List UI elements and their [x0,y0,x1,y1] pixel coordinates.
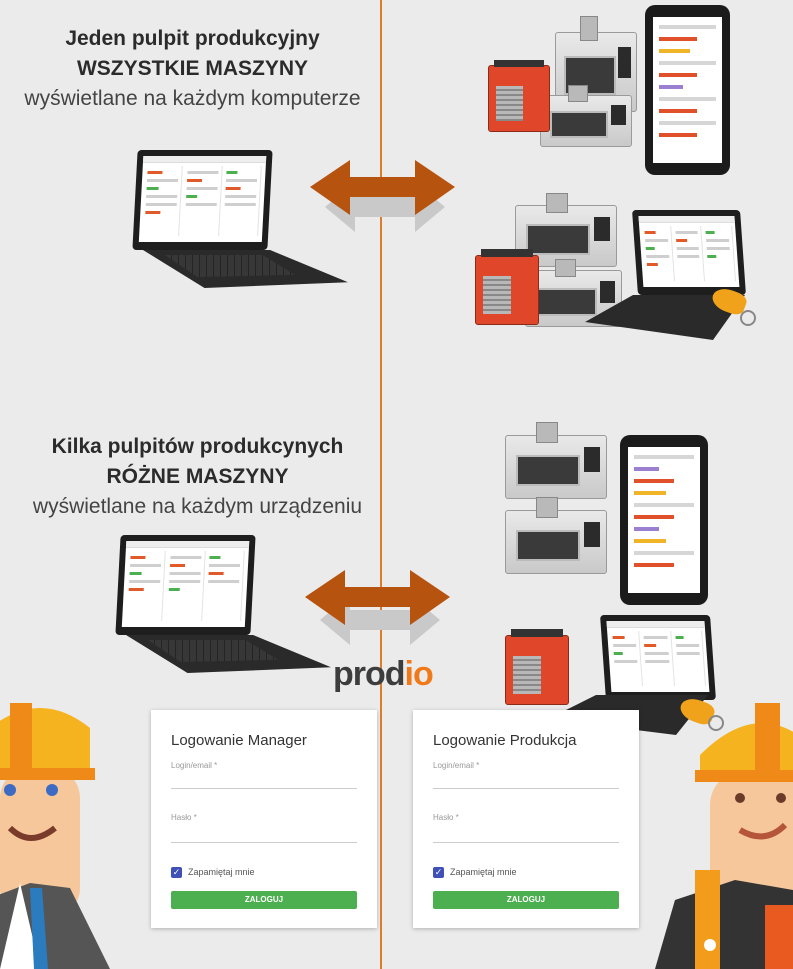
login-button[interactable]: ZALOGUJ [433,891,619,909]
login-email-input[interactable] [171,788,357,789]
welder-icon [505,629,569,705]
heading-2-line-2: RÓŻNE MASZYNY [106,465,289,488]
login-email-label: Login/email * [171,761,218,770]
cnc-machine-icon [540,85,632,147]
heading-1-line-3: wyświetlane na każdym komputerze [24,87,361,110]
heading-multi-dashboard: Kilka pulpitów produkcynych RÓŻNE MASZYN… [0,432,395,522]
laptop-icon [115,535,338,685]
vertical-divider [380,0,382,969]
remember-me-checkbox[interactable]: ✓ [171,867,182,878]
heading-2-line-3: wyświetlane na każdym urządzeniu [32,495,363,518]
password-input[interactable] [433,842,619,843]
laptop-icon [585,210,746,345]
password-input[interactable] [171,842,357,843]
login-title: Logowanie Manager [171,732,307,749]
remember-me-label: Zapamiętaj mnie [450,867,517,877]
login-email-input[interactable] [433,788,619,789]
welder-icon [475,249,539,325]
welder-icon [488,59,550,132]
cnc-machine-icon [505,422,607,499]
login-button[interactable]: ZALOGUJ [171,891,357,909]
cnc-machine-icon [515,192,617,267]
double-arrow-icon [310,160,455,232]
login-email-label: Login/email * [433,761,480,770]
password-label: Hasło * [171,813,197,822]
login-title: Logowanie Produkcja [433,732,577,749]
remember-me-checkbox[interactable]: ✓ [433,867,444,878]
cnc-machine-icon [505,497,607,574]
password-label: Hasło * [433,813,459,822]
double-arrow-icon [305,570,450,645]
heading-1-line-1: Jeden pulpit produkcyjny [65,27,320,50]
key-ring-icon [708,715,724,731]
key-ring-icon [740,310,756,326]
login-card-production: Logowanie Produkcja Login/email * Hasło … [413,710,639,928]
heading-1-line-2: WSZYSTKIE MASZYNY [76,57,308,80]
heading-single-dashboard: Jeden pulpit produkcyjny WSZYSTKIE MASZY… [0,24,385,114]
laptop-icon [132,150,355,300]
prodio-logo: prodio [333,655,434,693]
login-card-manager: Logowanie Manager Login/email * Hasło * … [151,710,377,928]
worker-icon [655,703,793,969]
tablet-icon [645,5,730,175]
remember-me-label: Zapamiętaj mnie [188,867,255,877]
heading-2-line-1: Kilka pulpitów produkcynych [51,435,344,458]
tablet-icon [620,435,708,605]
worker-icon [0,703,110,969]
